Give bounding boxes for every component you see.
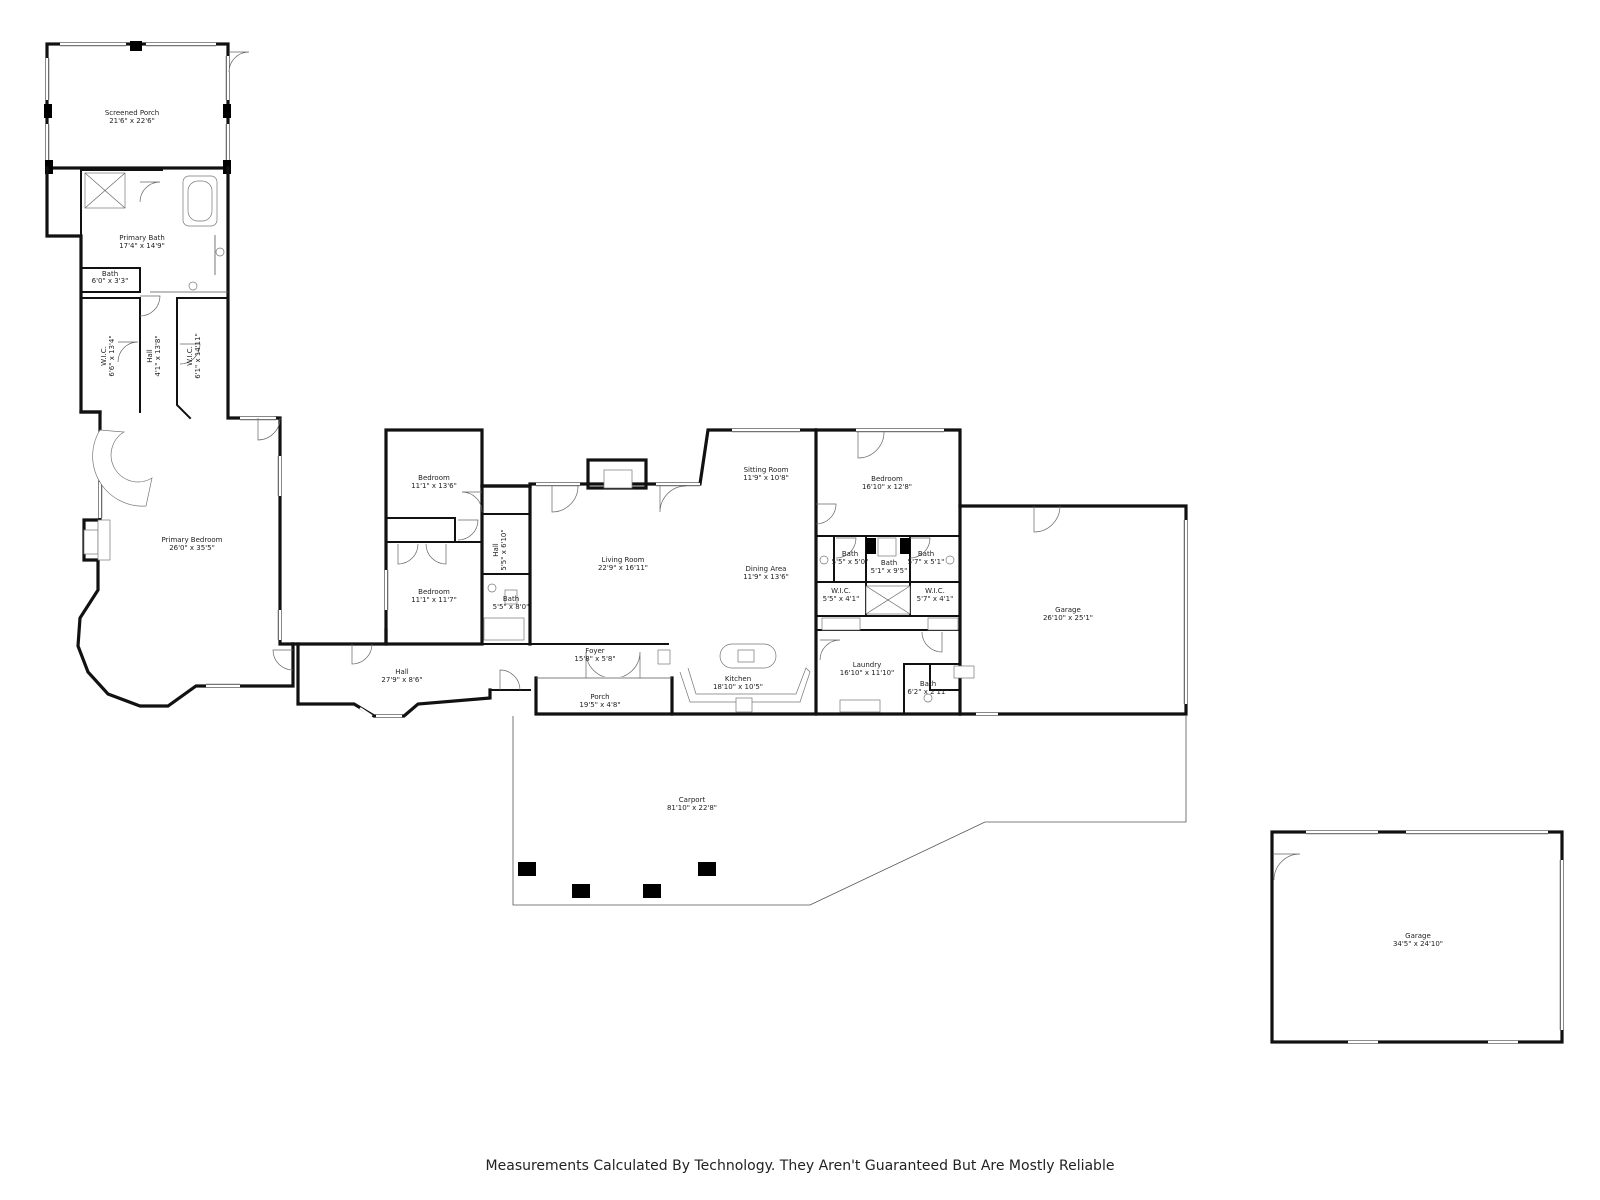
- room-dims: 11'9" x 13'6": [743, 573, 789, 581]
- room-dims: 11'9" x 10'8": [743, 474, 789, 482]
- room-dims: 34'5" x 24'10": [1393, 940, 1443, 948]
- room-dims: 17'4" x 14'9": [119, 242, 165, 250]
- room-name: Sitting Room: [744, 466, 789, 474]
- room-name: Bedroom: [871, 475, 903, 483]
- room-name: Dining Area: [746, 565, 787, 573]
- room-labels: Screened Porch 21'6" x 22'6" Primary Bat…: [92, 109, 1443, 948]
- room-dims: 11'1" x 11'7": [411, 596, 457, 604]
- room-name: Kitchen: [725, 675, 751, 683]
- room-dims: 4'1" x 13'8": [154, 335, 162, 376]
- room-name: Primary Bath: [119, 234, 165, 242]
- room-dims: 6'0" x 3'3": [92, 277, 129, 285]
- room-name: Bath: [881, 559, 897, 567]
- room-dims: 6'1" x 14'11": [194, 333, 202, 379]
- room-name: Screened Porch: [105, 109, 159, 117]
- room-name: W.I.C.: [100, 346, 108, 366]
- carport-post: [643, 884, 661, 898]
- room-name: Carport: [679, 796, 706, 804]
- right-bedroom-walls: [814, 428, 962, 716]
- room-name: Hall: [395, 668, 408, 676]
- room-name: Bath: [920, 680, 936, 688]
- room-dims: 5'7" x 4'1": [917, 595, 954, 603]
- room-name: Laundry: [853, 661, 882, 669]
- room-dims: 5'5" x 4'1": [823, 595, 860, 603]
- room-name: Garage: [1055, 606, 1081, 614]
- bedrooms-walls: [384, 428, 532, 646]
- room-dims: 5'5" x 8'0": [493, 603, 530, 611]
- disclaimer-text: Measurements Calculated By Technology. T…: [485, 1158, 1115, 1174]
- room-dims: 5'5" x 6'10": [500, 529, 508, 570]
- room-dims: 22'9" x 16'11": [598, 564, 648, 572]
- room-name: W.I.C.: [186, 346, 194, 366]
- room-dims: 18'10" x 10'5": [713, 683, 763, 691]
- attached-garage-walls: [814, 504, 1188, 716]
- room-dims: 6'6" x 13'4": [108, 335, 116, 376]
- room-dims: 6'2" x 2'11": [907, 688, 948, 696]
- room-name: Hall: [492, 543, 500, 556]
- room-dims: 26'0" x 35'5": [169, 544, 215, 552]
- room-dims: 21'6" x 22'6": [109, 117, 155, 125]
- room-name: Hall: [146, 349, 154, 362]
- room-dims: 11'1" x 13'6": [411, 482, 457, 490]
- carport-post: [572, 884, 590, 898]
- primary-suite-walls: [45, 166, 278, 420]
- laundry-walls: [815, 617, 975, 716]
- carport-outline: [512, 716, 1187, 906]
- room-dims: 16'10" x 11'10": [840, 669, 895, 677]
- screened-porch-walls: [44, 41, 250, 174]
- room-dims: 81'10" x 22'8": [667, 804, 717, 812]
- room-dims: 15'8" x 5'8": [574, 655, 615, 663]
- room-name: Living Room: [602, 556, 645, 564]
- room-dims: 5'1" x 9'5": [871, 567, 908, 575]
- room-name: Bath: [503, 595, 519, 603]
- room-dims: 5'7" x 5'1": [908, 558, 945, 566]
- room-dims: 27'9" x 8'6": [381, 676, 422, 684]
- room-name: Foyer: [585, 647, 605, 655]
- room-name: Garage: [1405, 932, 1431, 940]
- room-name: Bedroom: [418, 474, 450, 482]
- room-dims: 19'5" x 4'8": [579, 701, 620, 709]
- room-name: Primary Bedroom: [162, 536, 223, 544]
- carport-post: [698, 862, 716, 876]
- room-dims: 5'5" x 5'0": [832, 558, 869, 566]
- room-name: Bath: [918, 550, 934, 558]
- room-name: W.I.C.: [831, 587, 851, 595]
- room-dims: 26'10" x 25'1": [1043, 614, 1093, 622]
- detached-garage-walls: [1270, 830, 1564, 1044]
- room-dims: 16'10" x 12'8": [862, 483, 912, 491]
- room-name: Bath: [102, 270, 118, 278]
- room-name: W.I.C.: [925, 587, 945, 595]
- room-name: Porch: [590, 693, 609, 701]
- room-name: Bedroom: [418, 588, 450, 596]
- primary-bedroom-walls: [76, 410, 295, 708]
- carport-post: [518, 862, 536, 876]
- room-name: Bath: [842, 550, 858, 558]
